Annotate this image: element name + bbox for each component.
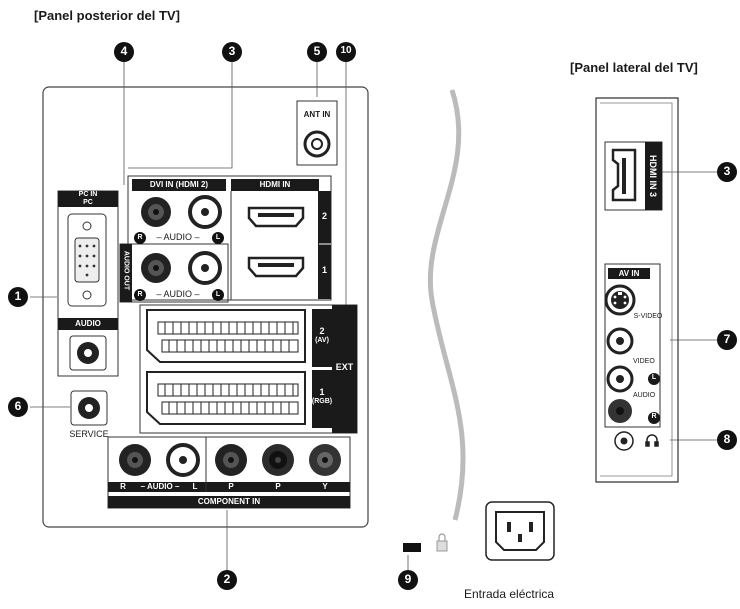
side-panel-outline (595, 97, 679, 483)
hdmi-in-3-label: HDMI IN 3 (648, 154, 658, 197)
callout-badges (8, 42, 737, 590)
pc-in-label: PC IN (78, 191, 98, 198)
dvi-audio-l-label: L (212, 232, 224, 244)
component-in-label: COMPONENT IN (197, 497, 261, 506)
ant-in-label: ANT IN (303, 110, 331, 119)
component-r-label: R (120, 482, 126, 491)
side-audio-r-label: R (651, 413, 657, 420)
audio-out-l-label: L (212, 289, 224, 301)
callout-7: 7 (723, 332, 731, 346)
callout-2: 2 (223, 572, 231, 586)
headphone-icon (645, 434, 659, 447)
rear-panel-title: [Panel posterior del TV] (34, 8, 180, 23)
hdmi-1-port (247, 256, 305, 278)
side-panel-title: [Panel lateral del TV] (570, 60, 698, 75)
component-y-label: Y (322, 482, 328, 491)
hdmi-2-label: 2 (321, 211, 327, 221)
scart-2-port (146, 309, 306, 363)
hdmi-2-port (247, 206, 305, 228)
ext-2-sub-label: (AV) (315, 337, 329, 344)
callout-5: 5 (313, 44, 321, 58)
kensington-slot (403, 543, 421, 552)
callout-10: 10 (340, 45, 352, 56)
audio-out-label: AUDIO OUT (122, 250, 130, 291)
audio-out-audio-label: – AUDIO – (156, 289, 200, 299)
component-l-label: L (192, 482, 198, 491)
callout-3-side: 3 (723, 164, 731, 178)
hdmi-in-label: HDMI IN (259, 180, 291, 189)
service-label: SERVICE (69, 429, 109, 439)
callout-9: 9 (404, 572, 412, 586)
video-label: VIDEO (633, 358, 655, 365)
dvi-in-label: DVI IN (HDMI 2) (149, 180, 209, 189)
callout-8: 8 (723, 432, 731, 446)
callout-4: 4 (120, 44, 128, 58)
rear-panel-outline (42, 86, 369, 528)
pc-audio-label: AUDIO (75, 319, 101, 328)
pc-label: PC (83, 199, 93, 206)
ext-1-label: 1 (319, 387, 325, 397)
ext-2-label: 2 (319, 326, 325, 336)
audio-out-r-label: R (134, 289, 146, 301)
component-pr-label: P (228, 482, 234, 491)
callout-3: 3 (228, 44, 236, 58)
hdmi-1-label: 1 (321, 265, 327, 275)
hdmi-3-port (611, 148, 637, 202)
side-audio-l-label: L (651, 374, 657, 381)
av-in-label: AV IN (618, 269, 640, 278)
dvi-audio-label: – AUDIO – (156, 232, 200, 242)
power-label: Entrada eléctrica (464, 587, 555, 601)
wave-separator (427, 89, 466, 521)
lock-icon (436, 533, 448, 552)
callout-6: 6 (14, 399, 22, 413)
callout-1: 1 (14, 289, 22, 303)
ext-label: EXT (335, 362, 354, 372)
s-video-jack (604, 284, 636, 316)
component-pb-label: P (275, 482, 281, 491)
scart-1-port (146, 371, 306, 425)
ext-1-sub-label: (RGB) (311, 398, 333, 405)
dvi-audio-r-label: R (134, 232, 146, 244)
s-video-label: S-VIDEO (633, 313, 663, 320)
side-audio-label: AUDIO (633, 392, 656, 399)
component-audio-label: – AUDIO – (140, 482, 180, 491)
